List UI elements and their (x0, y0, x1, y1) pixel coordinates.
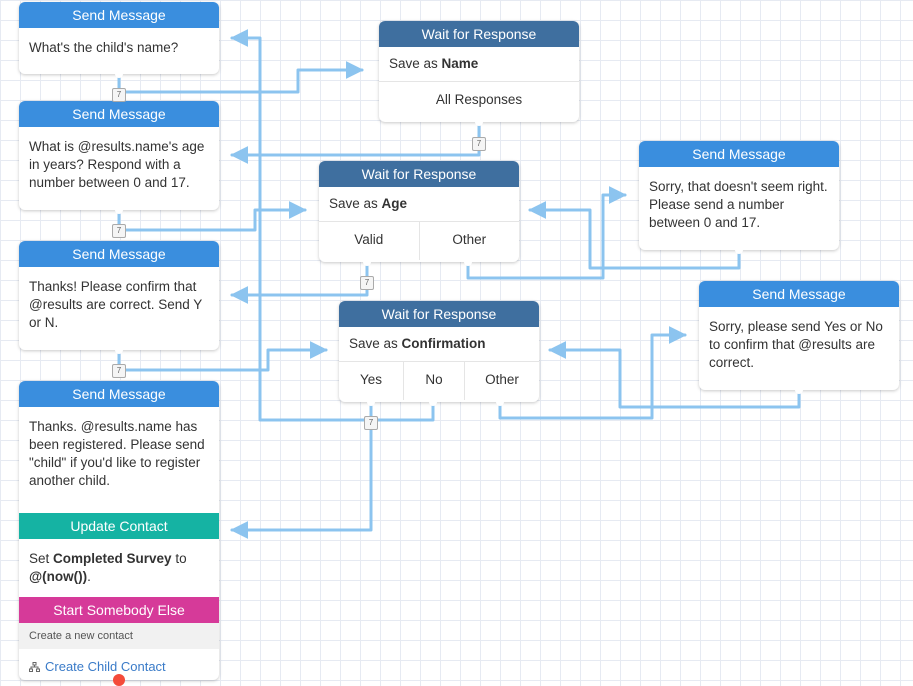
connector-confirm-retry-back (548, 341, 801, 409)
create-child-contact-label[interactable]: Create Child Contact (45, 659, 166, 674)
node-header[interactable]: Send Message (19, 381, 219, 407)
connection-drag-handle[interactable] (113, 674, 125, 686)
node-header[interactable]: Send Message (19, 241, 219, 267)
message-text: What's the child's name? (29, 40, 179, 55)
send-message-name-node[interactable]: Send Message What's the child's name? (19, 2, 219, 74)
connector-age-other-to-retry (466, 186, 627, 280)
start-somebody-subtitle: Create a new contact (19, 623, 219, 649)
count-badge: 7 (112, 364, 126, 378)
message-text: Sorry, that doesn't seem right. Please s… (649, 179, 828, 230)
connector-age-retry-back (528, 201, 741, 270)
save-as-row: Save as Confirmation (339, 327, 539, 362)
exit-hook[interactable] (367, 398, 375, 406)
save-as-label: Save as (389, 56, 442, 71)
count-badge: 7 (472, 137, 486, 151)
category-other[interactable]: Other (452, 232, 487, 247)
category-no[interactable]: No (404, 362, 465, 400)
connector-name-to-wait-name (117, 61, 364, 94)
category-row: Yes No Other (339, 362, 539, 400)
exit-hook[interactable] (464, 258, 472, 266)
connector-confirm-to-wait-confirm (117, 341, 328, 372)
node-header[interactable]: Send Message (19, 101, 219, 127)
update-value: @(now()) (29, 569, 88, 584)
exit-hook[interactable] (115, 346, 123, 354)
count-badge: 7 (112, 224, 126, 238)
node-header[interactable]: Wait for Response (339, 301, 539, 327)
connector-valid-to-confirm (230, 260, 369, 304)
exit-hook[interactable] (115, 70, 123, 78)
wait-response-age-node[interactable]: Wait for Response Save as Age Valid Othe… (319, 161, 519, 262)
exit-hook[interactable] (363, 258, 371, 266)
save-as-label: Save as (349, 336, 402, 351)
update-mid: to (171, 551, 187, 566)
node-header[interactable]: Send Message (19, 2, 219, 28)
create-child-contact-link[interactable]: Create Child Contact (19, 649, 219, 680)
category-row: All Responses (379, 82, 579, 120)
count-badge: 7 (360, 276, 374, 290)
node-header[interactable]: Wait for Response (319, 161, 519, 187)
exit-hook[interactable] (429, 398, 437, 406)
category-row: Valid Other (319, 222, 519, 260)
node-header[interactable]: Wait for Response (379, 21, 579, 47)
exit-hook[interactable] (735, 246, 743, 254)
update-contact-header[interactable]: Update Contact (19, 513, 219, 539)
save-as-row: Save as Age (319, 187, 519, 222)
exit-hook[interactable] (475, 118, 483, 126)
send-message-confirm-node[interactable]: Send Message Thanks! Please confirm that… (19, 241, 219, 350)
node-header[interactable]: Send Message (639, 141, 839, 167)
connector-age-to-wait-age (117, 201, 307, 232)
message-text: What is @results.name's age in years? Re… (29, 139, 205, 190)
update-pre: Set (29, 551, 54, 566)
send-message-age-retry-node[interactable]: Send Message Sorry, that doesn't seem ri… (639, 141, 839, 250)
exit-hook[interactable] (496, 398, 504, 406)
connector-wait-name-to-age (230, 120, 481, 164)
wait-response-confirmation-node[interactable]: Wait for Response Save as Confirmation Y… (339, 301, 539, 402)
start-somebody-header[interactable]: Start Somebody Else (19, 597, 219, 623)
flow-tree-icon (29, 662, 40, 672)
node-header[interactable]: Send Message (699, 281, 899, 307)
category-all-responses[interactable]: All Responses (435, 92, 523, 107)
count-badge: 7 (112, 88, 126, 102)
exit-hook[interactable] (795, 386, 803, 394)
update-contact-body: Set Completed Survey to @(now()). (19, 539, 219, 597)
wait-response-name-node[interactable]: Wait for Response Save as Name All Respo… (379, 21, 579, 122)
exit-hook[interactable] (115, 206, 123, 214)
category-yes[interactable]: Yes (339, 362, 404, 400)
connector-confirm-other-to-retry (498, 326, 687, 420)
message-text: Sorry, please send Yes or No to confirm … (709, 319, 883, 370)
save-as-name: Name (441, 56, 479, 71)
count-badge: 7 (364, 416, 378, 430)
category-valid[interactable]: Valid (319, 222, 420, 260)
save-as-row: Save as Name (379, 47, 579, 82)
save-as-label: Save as (329, 196, 382, 211)
save-as-name: Confirmation (401, 336, 486, 351)
save-as-name: Age (381, 196, 408, 211)
category-other[interactable]: Other (485, 372, 519, 387)
send-message-confirm-retry-node[interactable]: Send Message Sorry, please send Yes or N… (699, 281, 899, 390)
connector-no-to-name (230, 29, 435, 422)
update-field: Completed Survey (53, 551, 172, 566)
update-end: . (87, 569, 91, 584)
send-message-final-node[interactable]: Send Message Thanks. @results.name has b… (19, 381, 219, 680)
message-text: Thanks! Please confirm that @results are… (29, 279, 203, 330)
connector-yes-to-final (230, 400, 373, 539)
message-text: Thanks. @results.name has been registere… (29, 419, 205, 488)
send-message-age-node[interactable]: Send Message What is @results.name's age… (19, 101, 219, 210)
